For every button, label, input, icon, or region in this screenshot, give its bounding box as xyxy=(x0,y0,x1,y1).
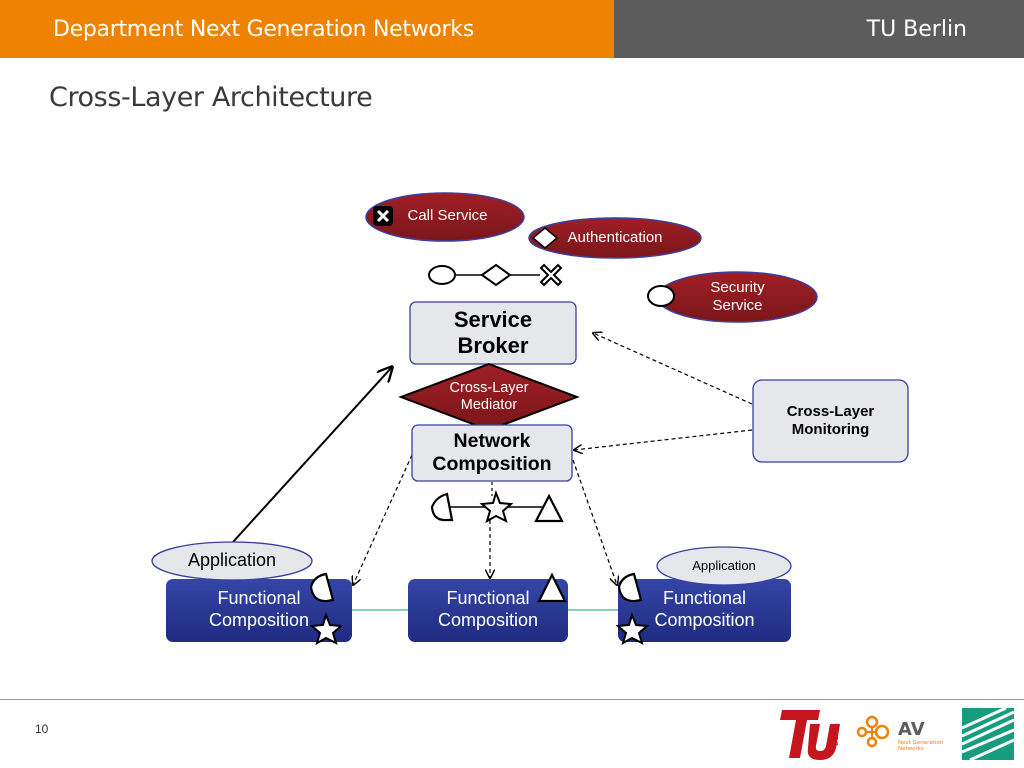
fc-left-drop-icon xyxy=(309,572,335,603)
tu-berlin-logo: berlin xyxy=(780,710,840,760)
application-left-label: Application xyxy=(187,550,277,571)
network-composition-label: Network Composition xyxy=(432,429,552,475)
mediator-label: Cross-Layer Mediator xyxy=(449,379,529,413)
functional-composition-left-box xyxy=(166,579,352,642)
arrow-application-to-broker xyxy=(232,367,392,543)
slide-title: Cross-Layer Architecture xyxy=(49,82,373,113)
footer-divider xyxy=(0,699,1024,700)
functional-composition-right-box xyxy=(618,579,791,642)
service-broker-label: Service Broker xyxy=(453,306,533,358)
network-composition-box xyxy=(411,424,573,482)
fc-center-triangle-icon xyxy=(537,572,567,603)
institution-title: TU Berlin xyxy=(866,17,967,42)
department-title: Department Next Generation Networks xyxy=(53,17,474,42)
interface-circle-icon xyxy=(428,265,456,285)
call-service-label: Call Service xyxy=(407,207,488,224)
interface-x-icon xyxy=(539,263,563,287)
functional-composition-left-label: Functional Composition xyxy=(208,588,310,630)
page-number: 10 xyxy=(35,722,49,736)
institute-logo xyxy=(962,708,1014,760)
fc-right-drop-icon xyxy=(617,572,643,603)
triangle-icon xyxy=(534,493,564,523)
functional-composition-center-label: Functional Composition xyxy=(437,588,539,630)
department-header: Department Next Generation Networks xyxy=(0,0,614,58)
arrow-monitoring-to-network xyxy=(574,429,753,450)
cross-layer-monitoring-box xyxy=(752,379,909,463)
drop-shape-icon xyxy=(430,492,454,522)
arrow-network-to-fc-left xyxy=(353,454,413,585)
authentication-ellipse xyxy=(528,217,702,259)
functional-composition-center-box xyxy=(408,579,568,642)
circle-icon xyxy=(647,285,675,307)
svg-text:Networks: Networks xyxy=(898,746,924,752)
call-service-ellipse xyxy=(365,192,525,242)
institution-header: TU Berlin xyxy=(614,0,1024,58)
fc-right-star-icon xyxy=(615,611,650,646)
authentication-label: Authentication xyxy=(567,229,663,246)
arrow-monitoring-to-broker xyxy=(593,333,753,405)
cross-layer-monitoring-label: Cross-Layer Monitoring xyxy=(786,403,875,438)
av-logo-orbit-icon xyxy=(865,715,879,729)
arrow-network-to-fc-right xyxy=(572,459,617,585)
functional-composition-right-label: Functional Composition xyxy=(654,588,755,630)
svg-text:Next Generation: Next Generation xyxy=(898,740,944,746)
service-broker-box xyxy=(409,301,577,365)
application-right-label: Application xyxy=(692,558,756,574)
x-mark-icon xyxy=(373,206,393,226)
diamond-icon xyxy=(531,227,559,249)
star-icon xyxy=(479,489,514,524)
application-right-ellipse xyxy=(656,546,792,586)
av-ngn-logo: AV Next Generation Networks xyxy=(856,715,944,752)
av-logo-text: AV xyxy=(898,719,925,740)
interface-diamond-icon xyxy=(480,263,512,287)
application-left-ellipse xyxy=(151,541,313,581)
fc-left-star-icon xyxy=(309,611,344,646)
tu-berlin-logo-text: berlin xyxy=(831,723,840,746)
security-service-label: Security Service xyxy=(710,279,765,314)
